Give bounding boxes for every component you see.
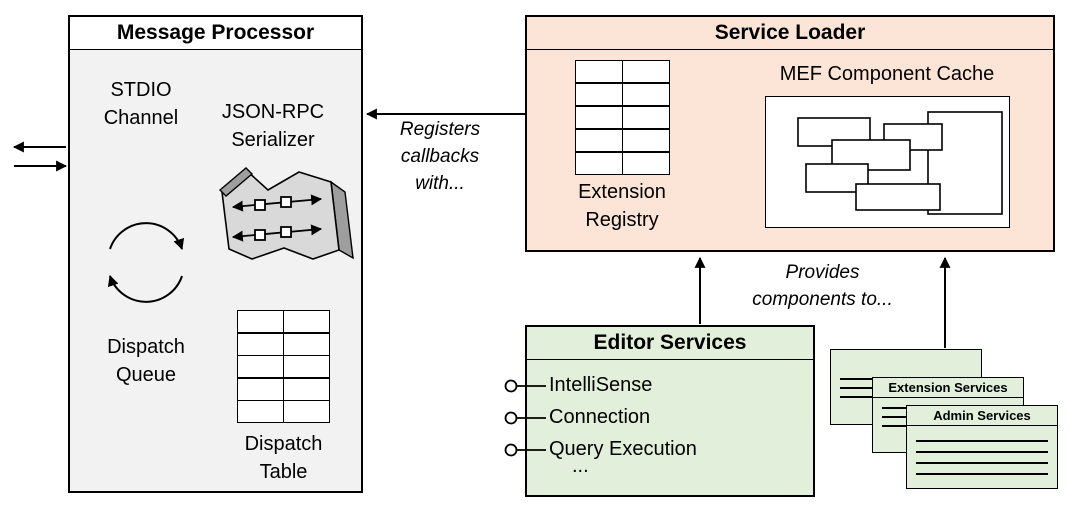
service-card-admin-services: Admin Services <box>906 405 1058 489</box>
extension-registry-icon <box>575 60 670 175</box>
editor-service-item-connection: Connection <box>549 406 651 428</box>
dispatch-queue-label: Dispatch Queue <box>107 336 185 386</box>
table-cell <box>238 333 283 355</box>
table-cell <box>284 356 329 377</box>
table-cell <box>284 401 329 422</box>
table-cell <box>284 311 329 332</box>
dispatch-table-icon <box>237 310 330 423</box>
table-cell <box>576 83 622 106</box>
table-cell <box>238 378 283 400</box>
json-rpc-serializer-label: JSON-RPC Serializer <box>221 101 325 151</box>
text-line-decoration <box>916 473 1048 475</box>
extension-services-title: Extension Services <box>873 378 1023 398</box>
table-cell <box>623 83 669 106</box>
dispatch-table-label: Dispatch Table <box>244 433 323 483</box>
admin-services-title: Admin Services <box>907 406 1057 426</box>
service-loader-title: Service Loader <box>527 17 1053 50</box>
table-cell <box>238 401 283 422</box>
table-cell <box>623 106 669 129</box>
table-cell <box>238 311 283 332</box>
message-processor-title: Message Processor <box>70 17 361 50</box>
mef-component-cache-box <box>765 96 1010 228</box>
table-cell <box>623 129 669 152</box>
table-cell <box>576 152 622 174</box>
stdio-channel-label: STDIO Channel <box>103 79 179 129</box>
provides-components-annotation: Provides components to... <box>752 262 893 310</box>
table-cell <box>623 61 669 83</box>
text-line-decoration <box>916 451 1048 453</box>
text-line-decoration <box>916 440 1048 442</box>
mef-component-cache-label: MEF Component Cache <box>779 63 995 85</box>
editor-services-ellipsis: ... <box>572 455 589 477</box>
table-cell <box>284 378 329 400</box>
table-cell <box>623 152 669 174</box>
editor-services-title: Editor Services <box>527 327 813 360</box>
table-cell <box>576 106 622 129</box>
table-cell <box>238 356 283 377</box>
table-cell <box>576 61 622 83</box>
table-cell <box>576 129 622 152</box>
table-cell <box>284 333 329 355</box>
editor-service-item-intellisense: IntelliSense <box>549 374 653 396</box>
editor-service-item-query-execution: Query Execution <box>549 438 697 460</box>
extension-registry-label: Extension Registry <box>578 181 666 231</box>
registers-callbacks-annotation: Registers callbacks with... <box>399 119 481 194</box>
text-line-decoration <box>916 462 1048 464</box>
editor-services-box: Editor Services <box>525 325 815 497</box>
